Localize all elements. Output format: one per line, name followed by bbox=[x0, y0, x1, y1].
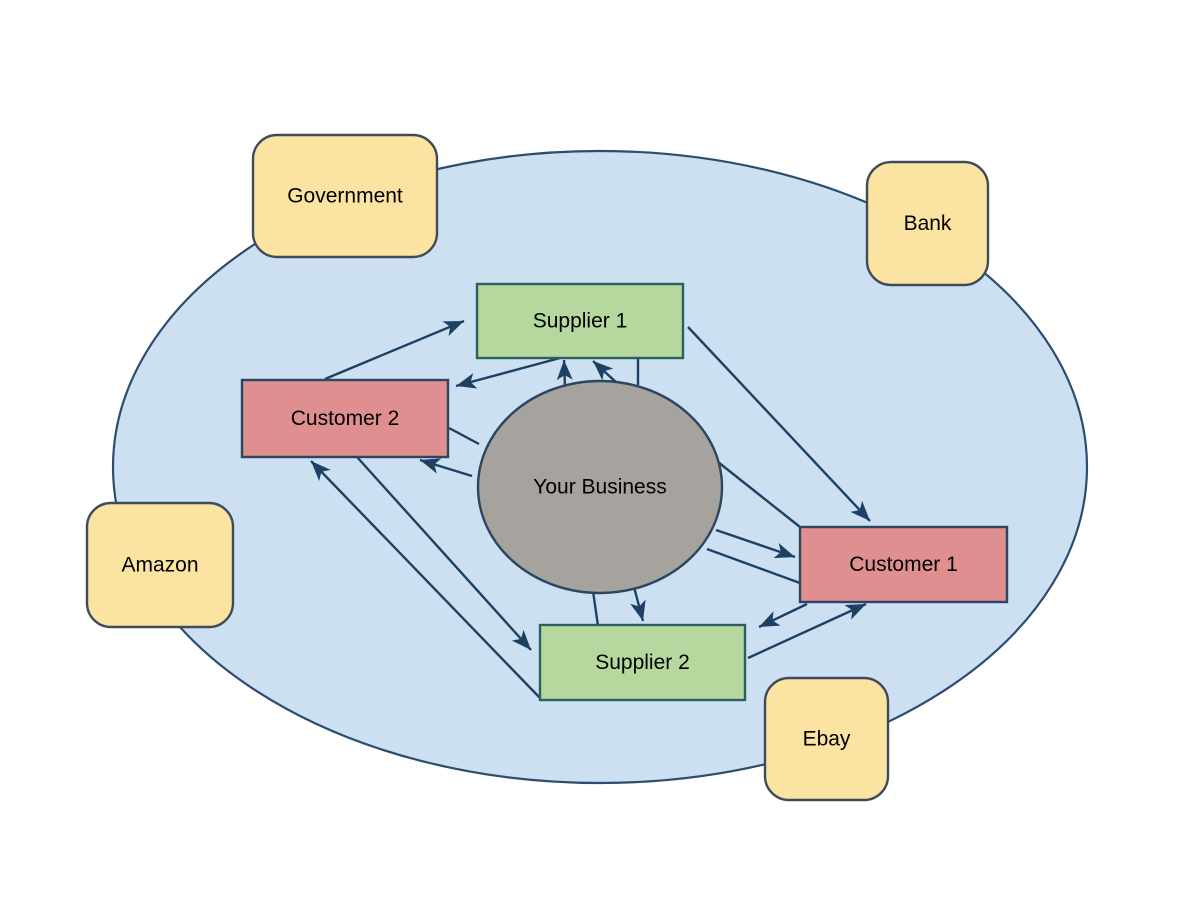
node-customer-1 bbox=[798, 525, 1009, 604]
node-ebay bbox=[763, 676, 890, 802]
node-ebay-label: Ebay bbox=[803, 728, 851, 751]
edge-supplier2-to-business bbox=[591, 590, 600, 627]
edge-customer1-to-business-b bbox=[706, 547, 801, 585]
node-your-business bbox=[476, 379, 724, 595]
node-government bbox=[251, 133, 439, 259]
edge-supplier1-to-customer1 bbox=[687, 326, 871, 522]
node-supplier-2-label: Supplier 2 bbox=[595, 651, 690, 674]
edge-customer1-to-business-a bbox=[717, 461, 801, 528]
node-amazon bbox=[85, 501, 235, 629]
edge-supplier2-to-customer1 bbox=[747, 602, 867, 660]
edge-business-to-supplier1-b bbox=[592, 360, 618, 384]
edge-business-to-supplier1-a bbox=[556, 359, 573, 388]
edge-business-to-customer1 bbox=[715, 528, 796, 559]
node-government-label: Government bbox=[287, 185, 403, 208]
edge-supplier2-to-customer2 bbox=[310, 460, 541, 699]
edge-supplier1-to-customer2 bbox=[455, 356, 561, 389]
edge-customer2-to-business bbox=[448, 426, 480, 446]
edge-business-to-customer2 bbox=[419, 458, 473, 478]
node-supplier-1-label: Supplier 1 bbox=[533, 310, 628, 333]
edge-customer1-to-supplier2 bbox=[758, 602, 808, 629]
node-bank bbox=[865, 160, 990, 287]
node-your-business-label: Your Business bbox=[533, 476, 666, 499]
node-supplier-2 bbox=[538, 623, 747, 702]
edge-customer2-to-supplier2 bbox=[356, 456, 532, 651]
node-supplier-1 bbox=[475, 282, 685, 360]
node-customer-2 bbox=[240, 378, 450, 459]
node-customer-2-label: Customer 2 bbox=[291, 407, 400, 430]
edge-customer2-to-supplier1 bbox=[324, 319, 465, 381]
edge-business-to-supplier2 bbox=[630, 586, 646, 622]
node-customer-1-label: Customer 1 bbox=[849, 553, 958, 576]
node-bank-label: Bank bbox=[904, 212, 952, 235]
node-amazon-label: Amazon bbox=[121, 554, 198, 577]
